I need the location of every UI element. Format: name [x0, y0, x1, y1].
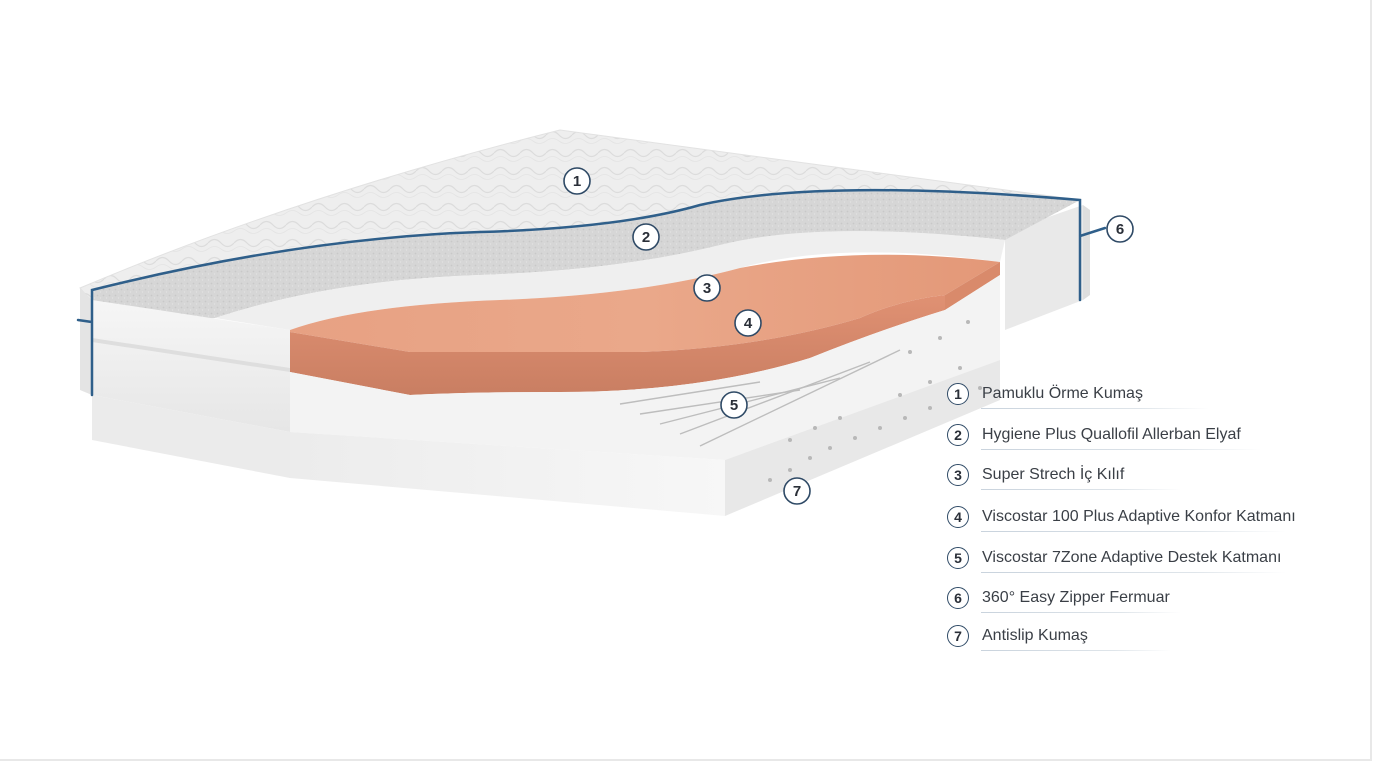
legend-label-5: Viscostar 7Zone Adaptive Destek Katmanı	[982, 549, 1282, 566]
legend-num-1: 1	[947, 383, 969, 405]
legend-num-7: 7	[947, 625, 969, 647]
legend-underline	[981, 572, 1286, 573]
right-side-wall	[1005, 205, 1083, 330]
visco-foam-top	[290, 254, 1000, 352]
marker-4-label: 4	[744, 315, 753, 332]
legend-item-1: 1 Pamuklu Örme Kumaş	[947, 381, 1292, 413]
marker-7-label: 7	[793, 483, 801, 500]
legend-label-3: Super Strech İç Kılıf	[982, 466, 1125, 483]
support-foam-front	[290, 432, 725, 516]
support-foam-top	[290, 275, 1000, 460]
legend-underline	[981, 650, 1171, 651]
marker-5: 5	[720, 391, 748, 419]
support-foam-right	[725, 360, 1000, 516]
legend-num-6: 6	[947, 587, 969, 609]
marker-2-label: 2	[642, 229, 650, 246]
legend-underline	[981, 531, 1286, 532]
legend-item-3: 3 Super Strech İç Kılıf	[947, 462, 1292, 494]
legend-item-7: 7 Antislip Kumaş	[947, 623, 1292, 655]
marker-6-label: 6	[1116, 221, 1124, 238]
marker-2: 2	[632, 223, 660, 251]
marker-5-label: 5	[730, 397, 738, 414]
stretch-layer	[215, 231, 1005, 330]
marker-1-label: 1	[573, 173, 581, 190]
legend-label-4: Viscostar 100 Plus Adaptive Konfor Katma…	[982, 508, 1296, 525]
legend-label-2: Hygiene Plus Quallofil Allerban Elyaf	[982, 426, 1241, 443]
legend-num-5: 5	[947, 547, 969, 569]
legend-item-6: 6 360° Easy Zipper Fermuar	[947, 585, 1292, 617]
marker-3: 3	[693, 274, 721, 302]
legend-num-3: 3	[947, 464, 969, 486]
marker-4: 4	[734, 309, 762, 337]
zipper-line	[76, 188, 1107, 397]
legend-underline	[981, 489, 1181, 490]
legend-num-4: 4	[947, 506, 969, 528]
legend-item-5: 5 Viscostar 7Zone Adaptive Destek Katman…	[947, 545, 1292, 577]
legend-num-2: 2	[947, 424, 969, 446]
marker-3-label: 3	[703, 280, 711, 297]
legend-underline	[981, 408, 1209, 409]
visco-foam-side	[290, 295, 945, 395]
legend-underline	[981, 612, 1181, 613]
legend-label-1: Pamuklu Örme Kumaş	[982, 385, 1143, 402]
left-side-wall	[80, 288, 92, 395]
legend-item-4: 4 Viscostar 100 Plus Adaptive Konfor Kat…	[947, 504, 1296, 536]
legend-item-2: 2 Hygiene Plus Quallofil Allerban Elyaf	[947, 422, 1292, 454]
legend-label-7: Antislip Kumaş	[982, 627, 1088, 644]
zone-grooves	[619, 349, 901, 447]
fiber-layer	[92, 190, 1080, 330]
marker-1: 1	[563, 167, 591, 195]
legend-underline	[981, 449, 1261, 450]
legend-label-6: 360° Easy Zipper Fermuar	[982, 589, 1170, 606]
marker-6: 6	[1106, 215, 1134, 243]
marker-7: 7	[783, 477, 811, 505]
